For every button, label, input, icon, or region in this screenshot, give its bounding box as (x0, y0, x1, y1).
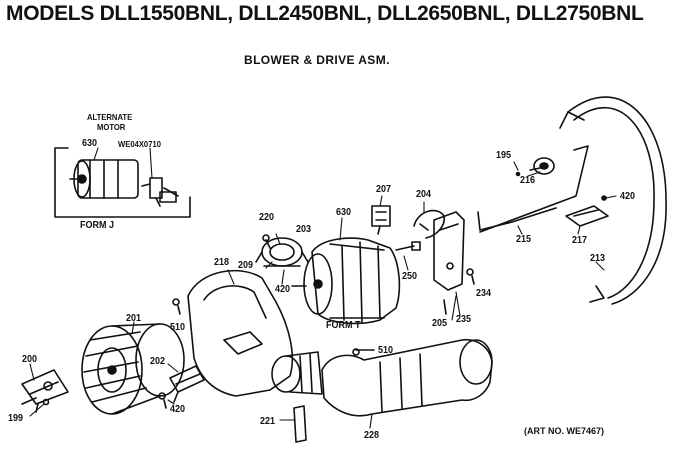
blower-wheel (81, 323, 185, 415)
idler-assembly (477, 145, 589, 233)
screws (42, 234, 375, 409)
art-number: (ART NO. WE7467) (524, 426, 605, 436)
blower-housing (187, 269, 323, 397)
callout-510-left: 510 (170, 322, 186, 333)
callout-203: 203 (296, 224, 312, 235)
drive-belt (559, 96, 667, 305)
inset-heading-line1: ALTERNATE (87, 112, 133, 122)
idler-bracket (565, 195, 609, 227)
bracket-205 (433, 211, 465, 315)
seal-221 (293, 405, 307, 443)
leader-lines (29, 147, 617, 429)
callout-221: 221 (260, 416, 276, 427)
drive-motor (291, 237, 421, 325)
callout-234: 234 (476, 288, 492, 299)
callout-207: 207 (376, 184, 392, 195)
callout-200: 200 (22, 354, 38, 365)
alternate-motor-inset (54, 147, 191, 218)
callout-218: 218 (214, 257, 230, 268)
callout-216: 216 (520, 175, 536, 186)
callout-217: 217 (572, 235, 588, 246)
clamp-204 (413, 209, 446, 239)
inset-part-number: WE04X0710 (118, 139, 161, 149)
clip-202 (169, 365, 205, 403)
callout-199: 199 (8, 413, 24, 424)
motor-mount (255, 237, 309, 267)
bolt-234 (466, 268, 475, 285)
callout-213: 213 (590, 253, 606, 264)
callout-630-inset: 630 (82, 138, 98, 149)
callout-204: 204 (416, 189, 432, 200)
callout-209: 209 (238, 260, 254, 271)
callout-510-duct: 510 (378, 345, 394, 356)
switch-207 (371, 205, 391, 235)
callout-630: 630 (336, 207, 352, 218)
callout-205: 205 (432, 318, 448, 329)
page-title: MODELS DLL1550BNL, DLL2450BNL, DLL2650BN… (6, 2, 644, 25)
callout-215: 215 (516, 234, 532, 245)
bracket-200 (21, 369, 69, 413)
exhaust-duct (321, 338, 493, 417)
callout-195: 195 (496, 150, 512, 161)
callout-228: 228 (364, 430, 380, 441)
callout-420-bottom: 420 (170, 404, 186, 415)
callout-420-right: 420 (620, 191, 636, 202)
inset-form-label: FORM J (80, 220, 115, 231)
motor-form-label: FORM T (326, 320, 361, 331)
callout-220: 220 (259, 212, 275, 223)
inset-heading-line2: MOTOR (97, 122, 126, 132)
callout-235: 235 (456, 314, 472, 325)
callout-420-mount: 420 (275, 284, 291, 295)
section-subtitle: BLOWER & DRIVE ASM. (244, 53, 390, 67)
callout-202: 202 (150, 356, 166, 367)
callout-201: 201 (126, 313, 142, 324)
callout-250: 250 (402, 271, 418, 282)
